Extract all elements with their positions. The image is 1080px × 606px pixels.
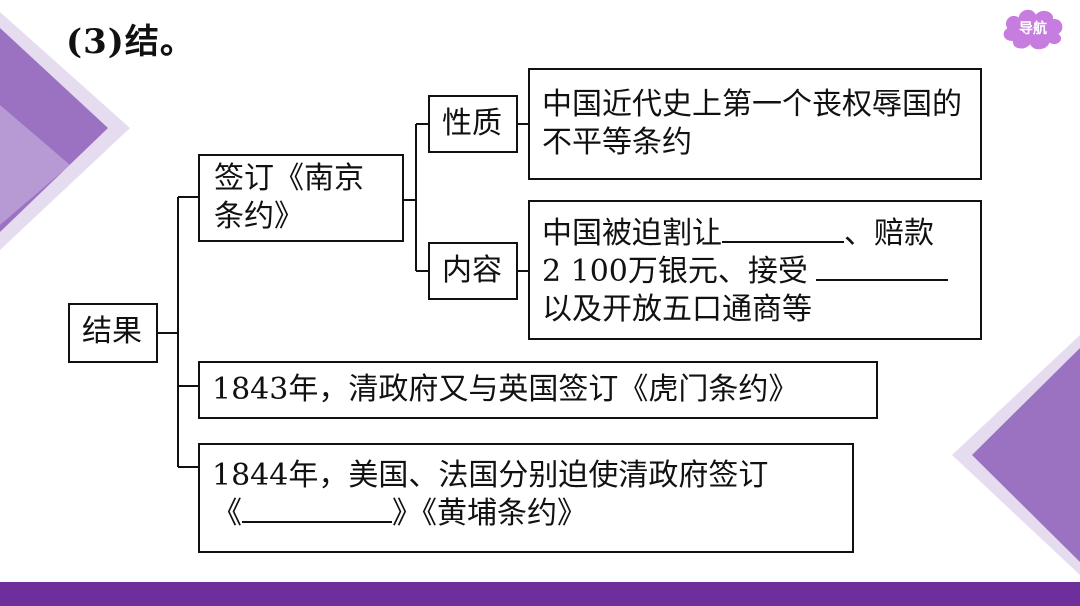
root-box: 结果 [68, 303, 158, 363]
page-title: (3)结。 [66, 22, 195, 62]
nav-button[interactable]: 导航 [998, 4, 1068, 54]
nature-label: 性质 [442, 106, 502, 141]
item-1843-text: 1843年，清政府又与英国签订《虎门条约》 [212, 372, 799, 407]
fill-blank-treaty-name [242, 495, 392, 523]
content-label-box: 内容 [428, 242, 518, 300]
nature-text: 中国近代史上第一个丧权辱国的不平等条约 [542, 87, 962, 160]
treaty-box: 签订《南京条约》 [198, 154, 404, 242]
fill-blank-ceded-territory [722, 215, 844, 243]
treaty-label: 签订《南京条约》 [214, 161, 364, 234]
nature-text-box: 中国近代史上第一个丧权辱国的不平等条约 [528, 68, 982, 180]
item-1844-line-1: 1844年，美国、法国分别迫使清政府签订 [212, 458, 769, 493]
item-1844-box: 1844年，美国、法国分别迫使清政府签订 《》《黄埔条约》 [198, 443, 854, 553]
bottom-accent-bar [0, 582, 1080, 606]
root-label: 结果 [82, 314, 142, 349]
nature-label-box: 性质 [428, 95, 518, 153]
nav-label: 导航 [1019, 21, 1047, 37]
item-1844-line-2: 《》《黄埔条约》 [212, 495, 587, 531]
cloud-icon [1001, 7, 1065, 52]
content-line-1: 中国被迫割让、赔款 [542, 215, 934, 251]
content-text-box: 中国被迫割让、赔款 2 100万银元、接受 以及开放五口通商等 [528, 200, 982, 340]
content-label: 内容 [442, 253, 502, 288]
fill-blank-accepted-term [815, 253, 948, 281]
content-line-2: 2 100万银元、接受 [542, 253, 972, 291]
item-1843-box: 1843年，清政府又与英国签订《虎门条约》 [198, 361, 878, 419]
content-line-3: 以及开放五口通商等 [542, 292, 812, 327]
